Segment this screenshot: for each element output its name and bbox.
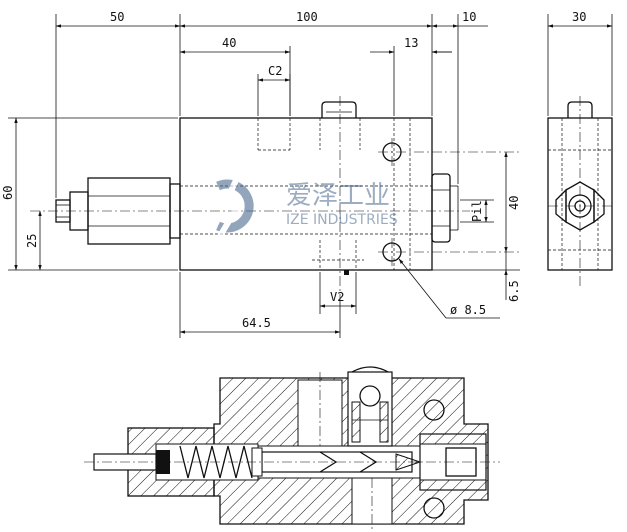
dim-dia-8-5: ø 8.5 bbox=[450, 303, 486, 317]
dim-25: 25 bbox=[25, 234, 39, 248]
dim-100: 100 bbox=[296, 10, 318, 24]
front-view bbox=[30, 96, 520, 300]
side-view: 30 bbox=[547, 10, 613, 286]
watermark: 爱泽工业 IZE INDUSTRIES bbox=[216, 174, 398, 238]
dim-40-top: 40 bbox=[222, 36, 236, 50]
dim-c2: C2 bbox=[268, 64, 282, 78]
dim-13: 13 bbox=[404, 36, 418, 50]
watermark-logo bbox=[216, 174, 254, 238]
dimension-labels: 50 100 10 40 13 C2 60 25 40 Pil 6.5 V2 6… bbox=[1, 10, 521, 330]
dim-v2: V2 bbox=[330, 290, 344, 304]
dim-64-5: 64.5 bbox=[242, 316, 271, 330]
right-nut bbox=[431, 173, 451, 243]
section-view bbox=[84, 366, 500, 530]
dim-40-right: 40 bbox=[507, 196, 521, 210]
dim-10: 10 bbox=[462, 10, 476, 24]
dim-pil: Pil bbox=[470, 200, 484, 222]
dim-60: 60 bbox=[1, 186, 15, 200]
dim-6-5: 6.5 bbox=[507, 280, 521, 302]
dim-50: 50 bbox=[110, 10, 124, 24]
watermark-en: IZE INDUSTRIES bbox=[286, 212, 398, 228]
dimension-lines bbox=[8, 14, 520, 338]
top-port-boss bbox=[321, 101, 357, 118]
dim-30: 30 bbox=[572, 10, 586, 24]
watermark-cn: 爱泽工业 bbox=[286, 181, 390, 211]
